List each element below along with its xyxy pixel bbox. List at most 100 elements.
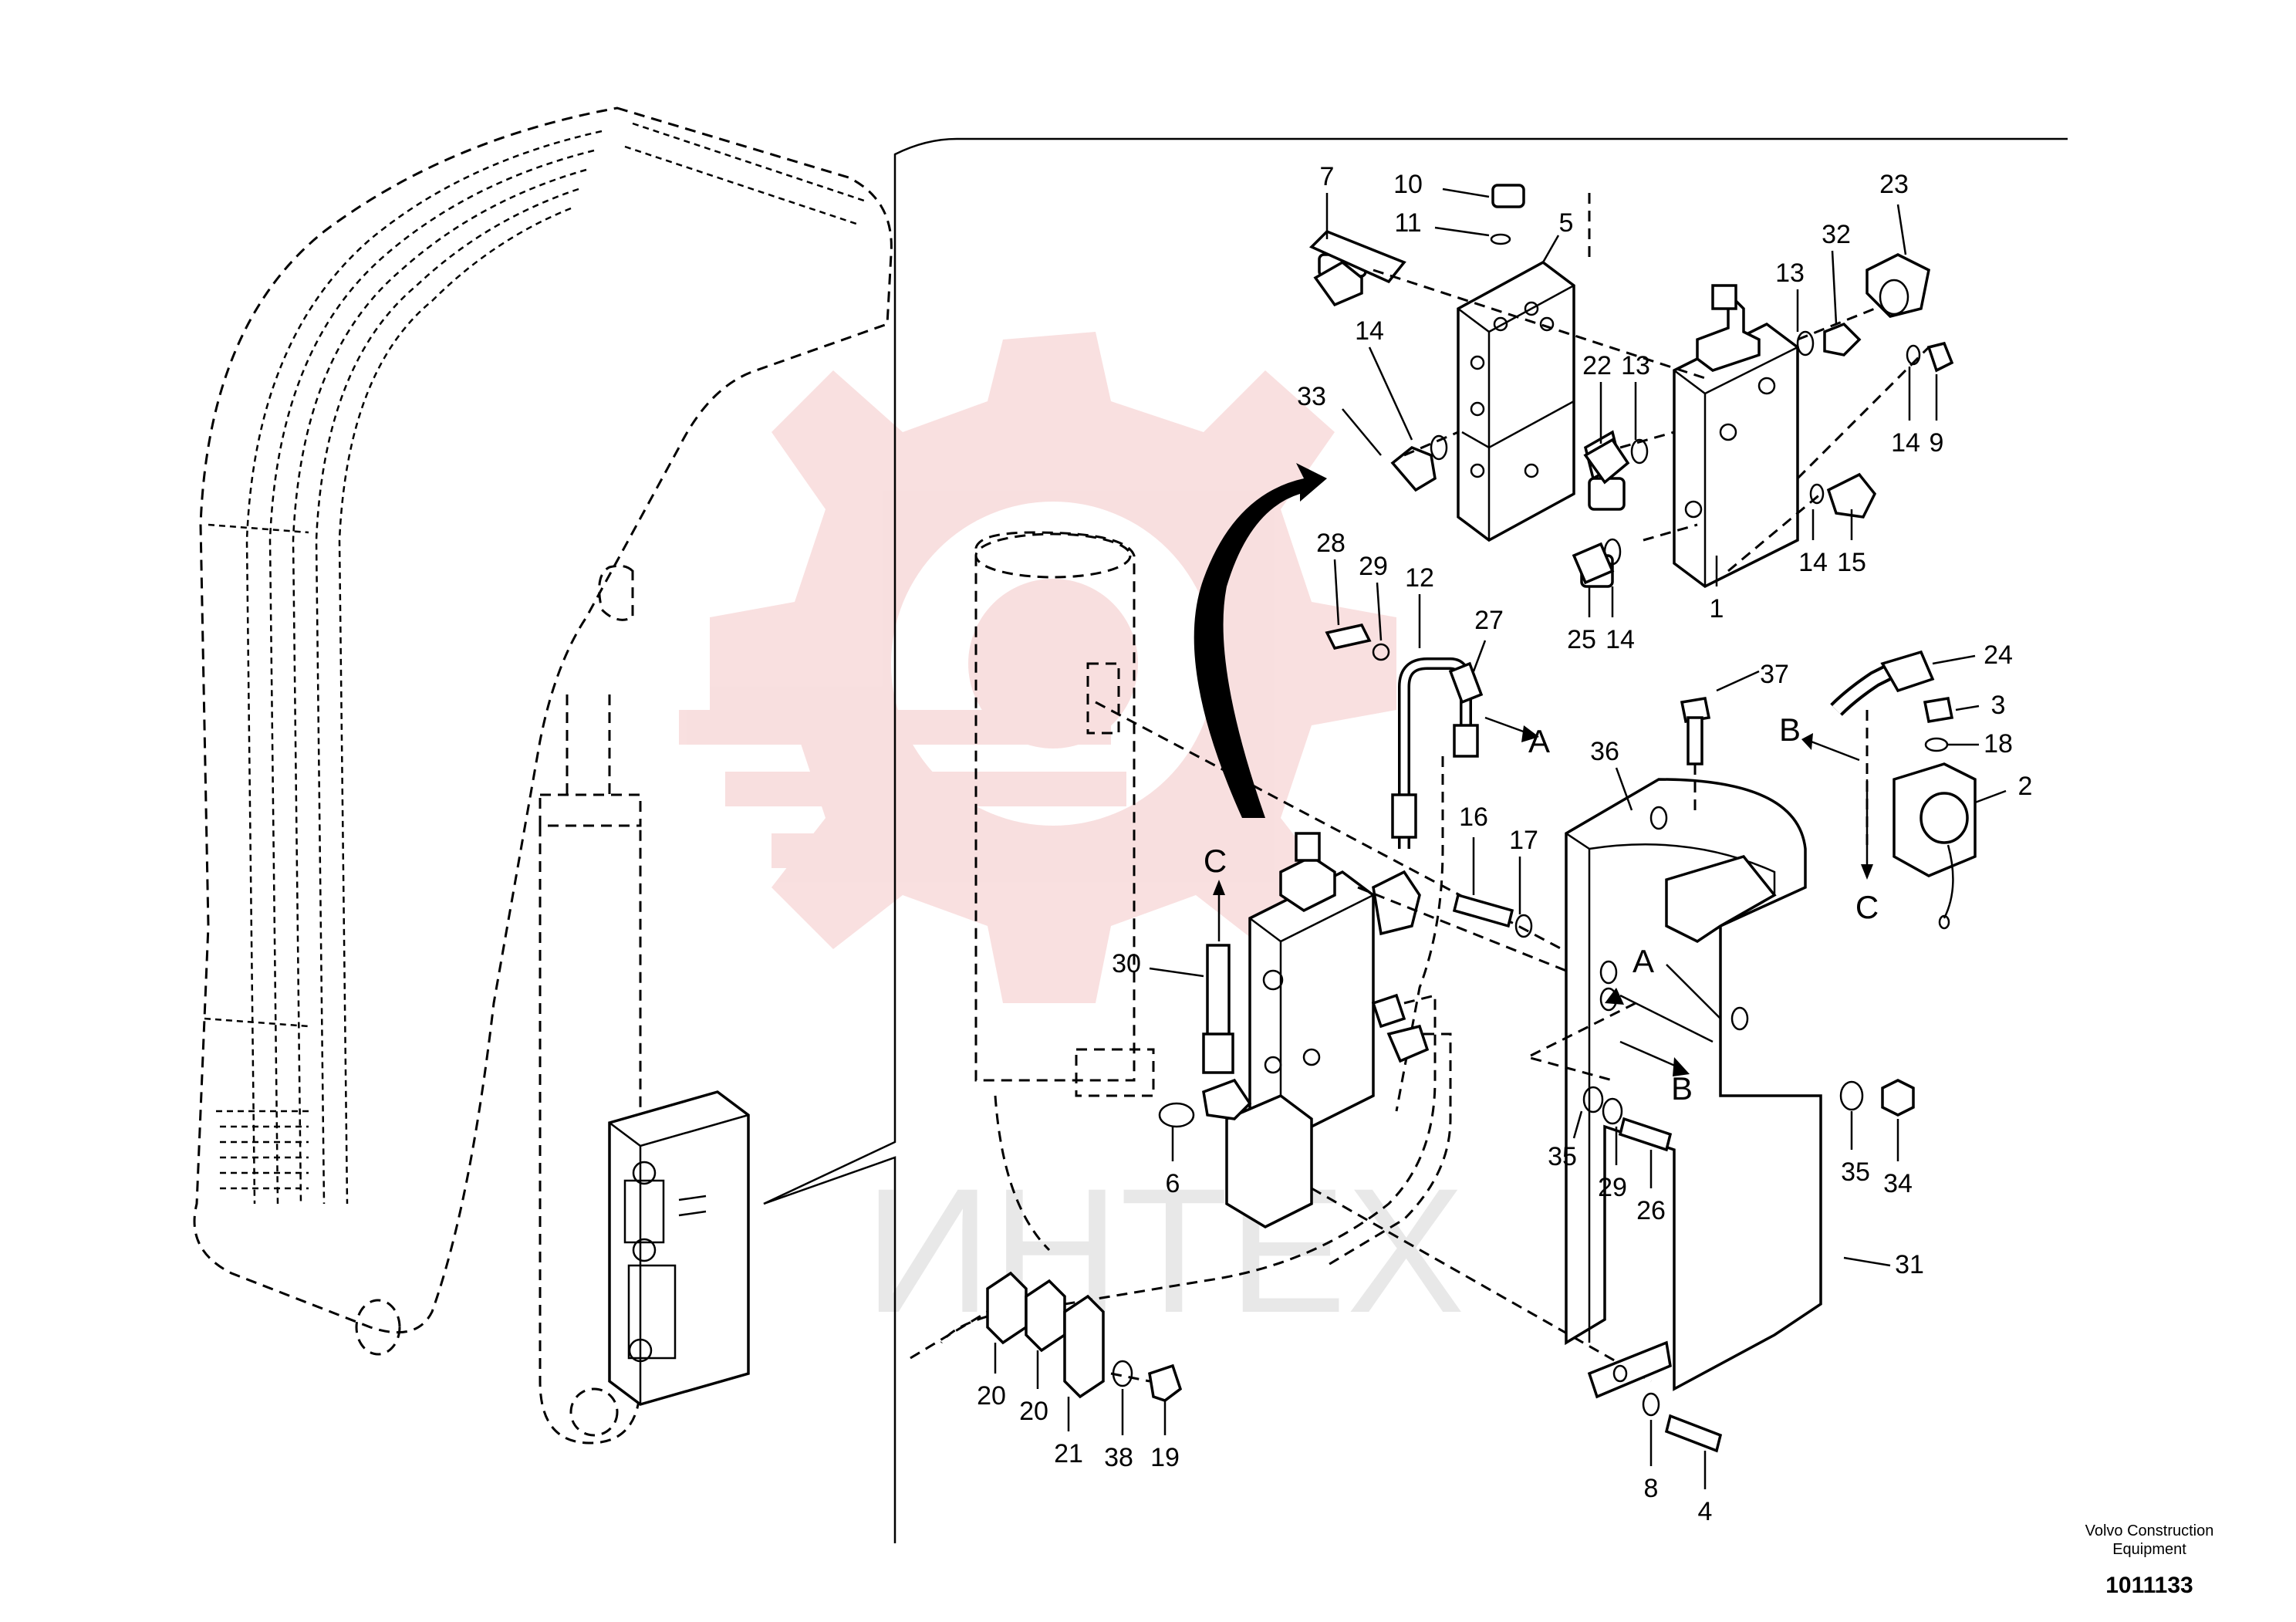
callout-28: 28 <box>1316 529 1346 558</box>
part-18-oring <box>1924 737 1949 752</box>
callout-13-right: 13 <box>1775 259 1805 288</box>
callout-36: 36 <box>1590 737 1619 766</box>
callout-16: 16 <box>1459 803 1488 832</box>
detail-cylinder <box>974 531 1155 1252</box>
detail-arrow <box>1194 463 1327 818</box>
valve-box-small <box>608 1090 750 1406</box>
main-valve-block <box>1225 832 1421 1228</box>
tube-fitting-lower <box>1391 793 1417 839</box>
callout-20-b: 20 <box>1019 1397 1048 1426</box>
drawing-number: 1011133 <box>2105 1573 2193 1598</box>
part-27-clip <box>1448 661 1484 705</box>
hose-dashed-3 <box>1326 1032 1452 1267</box>
callout-14-right: 14 <box>1891 428 1920 458</box>
callout-27: 27 <box>1474 606 1504 635</box>
callout-13-left: 13 <box>1621 351 1650 380</box>
part-22-plug <box>1583 438 1630 485</box>
callout-15: 15 <box>1837 548 1866 577</box>
arrow-b-right <box>1808 739 1860 762</box>
callout-29-top: 29 <box>1359 552 1388 581</box>
callout-10: 10 <box>1393 170 1423 199</box>
arrow-a-tube <box>1484 716 1528 735</box>
hose-dashed-2 <box>940 994 1437 1343</box>
callout-4: 4 <box>1698 1497 1713 1526</box>
part-25-plug <box>1572 542 1615 585</box>
callout-14-top: 14 <box>1355 316 1384 346</box>
brand-block: Volvo Construction Equipment 1011133 <box>2049 1522 2250 1599</box>
part-5-block <box>1457 260 1575 542</box>
boom-cylinder <box>539 694 642 1445</box>
elbow-fitting <box>1202 1078 1252 1120</box>
part-31-bracket <box>1565 778 1822 1399</box>
part-30-fitting <box>1202 1032 1234 1074</box>
callout-29-lower: 29 <box>1598 1173 1627 1202</box>
callout-32: 32 <box>1822 220 1851 249</box>
part-28-bolt <box>1325 623 1372 650</box>
callout-25: 25 <box>1567 625 1596 654</box>
boom-outline <box>193 106 893 1356</box>
callout-2: 2 <box>2018 772 2033 801</box>
callout-35-right: 35 <box>1841 1157 1870 1187</box>
callout-30: 30 <box>1112 949 1141 978</box>
part-30-hose <box>1206 944 1231 1039</box>
callout-7: 7 <box>1320 162 1335 191</box>
fitting-mid-1 <box>1371 993 1406 1029</box>
assembly-lines-mid <box>1095 701 1652 1383</box>
callout-26: 26 <box>1636 1196 1666 1225</box>
part-8-washer <box>1642 1392 1660 1417</box>
part-1-valve <box>1673 284 1799 589</box>
part-34-nut <box>1881 1079 1915 1117</box>
callout-17: 17 <box>1509 826 1538 855</box>
callout-3: 3 <box>1991 691 2006 720</box>
arrow-a-bracket <box>1619 994 1714 1043</box>
part-29-washer <box>1372 643 1390 661</box>
part-37-bolt-shank <box>1687 716 1703 765</box>
clamp-parts-bottom <box>910 1271 1183 1402</box>
callout-21: 21 <box>1054 1439 1083 1468</box>
callout-37: 37 <box>1760 660 1789 689</box>
view-letter-b-mid: B <box>1671 1070 1693 1107</box>
part-35-washer-left <box>1582 1086 1604 1113</box>
callout-labels: 1 2 3 4 5 6 7 8 9 10 11 12 13 13 14 14 1… <box>977 162 2032 1526</box>
view-letter-c-left: C <box>1204 843 1227 879</box>
part-2-solenoid <box>1893 762 1977 930</box>
part-29-washer-lower <box>1602 1097 1623 1125</box>
callout-8: 8 <box>1644 1474 1659 1503</box>
part-4-bolt <box>1664 1414 1723 1453</box>
small-fittings-top <box>1308 184 1954 588</box>
part-16-bolt <box>1452 893 1514 928</box>
part-3-fitting <box>1923 696 1954 724</box>
callout-1: 1 <box>1710 594 1724 623</box>
part-17-washer <box>1514 914 1533 938</box>
detail-frame-side <box>763 1156 896 1543</box>
callout-38: 38 <box>1104 1443 1133 1472</box>
part-37-bolt-head <box>1680 696 1711 724</box>
view-a-lines <box>1524 1002 1636 1082</box>
callout-18: 18 <box>1984 729 2013 759</box>
callout-35-left: 35 <box>1548 1142 1577 1171</box>
view-letter-a-top: A <box>1528 723 1550 759</box>
callout-14-mid: 14 <box>1606 625 1635 654</box>
callout-6: 6 <box>1166 1169 1180 1198</box>
view-letter-b-right: B <box>1779 711 1801 748</box>
callout-23: 23 <box>1879 170 1909 199</box>
callout-14-lower: 14 <box>1798 548 1828 577</box>
part-35-washer-right <box>1839 1080 1864 1111</box>
tube-fitting-upper <box>1453 724 1479 758</box>
callout-11: 11 <box>1394 208 1421 238</box>
callout-19: 19 <box>1150 1443 1180 1472</box>
callout-31: 31 <box>1895 1250 1924 1279</box>
callout-34: 34 <box>1883 1169 1913 1198</box>
callout-12: 12 <box>1405 563 1434 593</box>
part-24-fitting <box>1880 650 1935 693</box>
detail-frame-border <box>763 137 2068 1205</box>
brand-company: Volvo Construction Equipment <box>2085 1522 2214 1558</box>
arrow-b-bracket <box>1619 1040 1683 1070</box>
callout-9: 9 <box>1930 428 1944 458</box>
watermark-text: ИНТЕХ <box>864 1151 1465 1350</box>
callout-33: 33 <box>1297 382 1326 411</box>
fitting-mid-2 <box>1386 1024 1430 1063</box>
callout-20-a: 20 <box>977 1381 1006 1411</box>
part-6-oring <box>1158 1102 1195 1128</box>
